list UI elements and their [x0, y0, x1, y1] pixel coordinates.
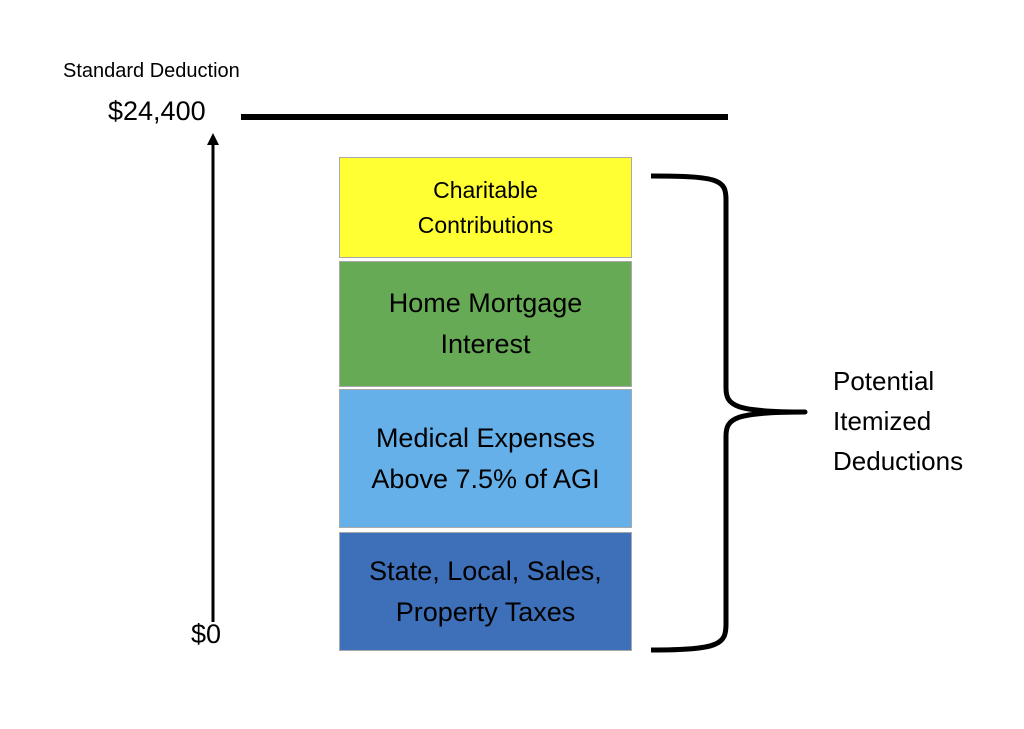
block-label-line: Contributions — [417, 211, 554, 238]
home-mortgage-interest-block: Home Mortgage Interest — [339, 261, 632, 387]
block-label-line: State, Local, Sales, — [369, 555, 602, 586]
standard-deduction-caption: Standard Deduction — [63, 60, 240, 82]
charitable-contributions-block: Charitable Contributions — [339, 157, 632, 258]
brace-label-line: Potential — [833, 366, 935, 396]
state-local-taxes-block: State, Local, Sales, Property Taxes — [339, 532, 632, 651]
arrow-head — [207, 133, 219, 145]
zero-value: $0 — [191, 619, 222, 649]
block-label-line: Medical Expenses — [375, 422, 596, 453]
block-label-line: Property Taxes — [395, 596, 576, 627]
brace-label-line: Itemized — [833, 406, 932, 436]
block-label-line: Home Mortgage — [388, 288, 583, 318]
potential-itemized-deductions-label: Potential Itemized Deductions — [833, 361, 963, 481]
brace-label-line: Deductions — [833, 446, 964, 476]
curly-brace — [650, 173, 808, 653]
standard-deduction-value: $24,400 — [108, 96, 206, 126]
block-label-line: Above 7.5% of AGI — [371, 463, 600, 494]
medical-expenses-block: Medical Expenses Above 7.5% of AGI — [339, 389, 632, 528]
block-label-line: Interest — [440, 329, 531, 359]
block-label-line: Charitable — [433, 176, 538, 203]
